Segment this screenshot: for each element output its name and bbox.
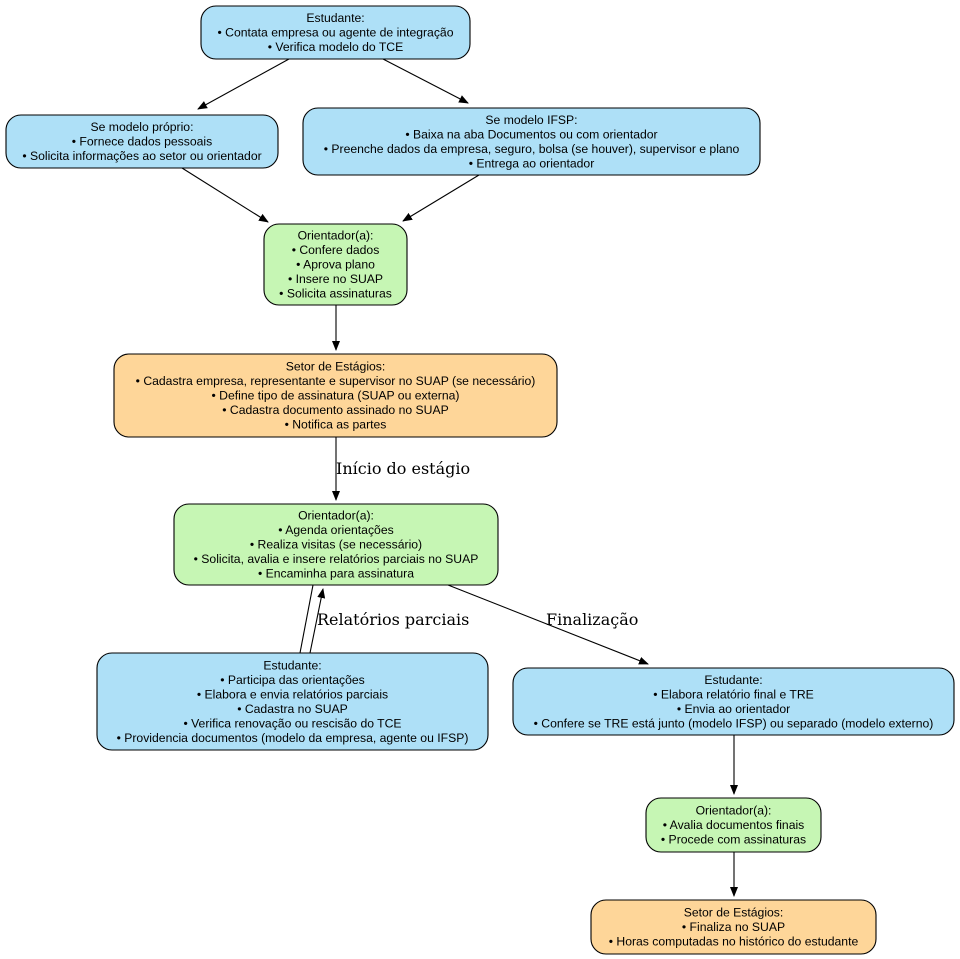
edge-n1-to-n2 <box>197 58 290 110</box>
node-line-n4-3: • Insere no SUAP <box>288 272 383 286</box>
node-line-n8-1: • Elabora relatório final e TRE <box>653 687 814 701</box>
node-line-n2-2: • Solicita informações ao setor ou orien… <box>22 149 261 163</box>
node-n5: Setor de Estágios:• Cadastra empresa, re… <box>113 353 558 438</box>
node-line-n9-2: • Procede com assinaturas <box>661 833 806 847</box>
node-box-n4 <box>263 223 408 306</box>
node-line-n5-2: • Define tipo de assinatura (SUAP ou ext… <box>212 389 460 403</box>
node-box-n6 <box>173 503 499 586</box>
node-title-n7: Estudante: <box>263 658 321 672</box>
node-n2: Se modelo próprio:• Fornece dados pessoa… <box>5 114 279 169</box>
node-n8: Estudante:• Elabora relatório final e TR… <box>512 667 955 736</box>
node-title-n3: Se modelo IFSP: <box>485 113 577 127</box>
node-line-n10-1: • Finaliza no SUAP <box>682 920 785 934</box>
node-line-n4-1: • Confere dados <box>292 243 380 257</box>
edge-label-n5-to-n6: Início do estágio <box>336 459 470 478</box>
nodes-layer: Estudante:• Contata empresa ou agente de… <box>5 5 955 955</box>
node-line-n9-1: • Avalia documentos finais <box>663 818 805 832</box>
node-line-n7-4: • Verifica renovação ou rescisão do TCE <box>183 716 401 730</box>
node-line-n3-3: • Entrega ao orientador <box>469 156 595 170</box>
node-title-n8: Estudante: <box>704 673 762 687</box>
node-box-n8 <box>512 667 955 736</box>
node-n6: Orientador(a):• Agenda orientações• Real… <box>173 503 499 586</box>
node-n3: Se modelo IFSP:• Baixa na aba Documentos… <box>302 107 761 176</box>
node-box-n3 <box>302 107 761 176</box>
node-line-n6-2: • Realiza visitas (se necessário) <box>250 538 422 552</box>
edge-n3-to-n4 <box>402 174 480 222</box>
node-line-n7-3: • Cadastra no SUAP <box>237 702 348 716</box>
node-title-n10: Setor de Estágios: <box>684 906 784 920</box>
node-line-n6-1: • Agenda orientações <box>278 523 393 537</box>
node-line-n6-4: • Encaminha para assinatura <box>258 567 414 581</box>
node-line-n1-2: • Verifica modelo do TCE <box>268 40 403 54</box>
node-n7: Estudante:• Participa das orientações• E… <box>96 652 489 751</box>
node-box-n1 <box>200 5 471 60</box>
node-title-n1: Estudante: <box>306 11 364 25</box>
edges-layer <box>181 58 738 897</box>
node-line-n8-3: • Confere se TRE está junto (modelo IFSP… <box>534 716 934 730</box>
edge-n2-to-n4 <box>181 167 269 223</box>
node-line-n5-3: • Cadastra documento assinado no SUAP <box>222 403 448 417</box>
node-line-n1-1: • Contata empresa ou agente de integraçã… <box>218 26 454 40</box>
node-line-n5-4: • Notifica as partes <box>285 418 387 432</box>
node-title-n9: Orientador(a): <box>696 804 772 818</box>
edge-n7-to-n6 <box>309 588 326 654</box>
node-line-n6-3: • Solicita, avalia e insere relatórios p… <box>194 552 479 566</box>
edge-n6-to-n8 <box>447 584 649 665</box>
node-n4: Orientador(a):• Confere dados• Aprova pl… <box>263 223 408 306</box>
node-n9: Orientador(a):• Avalia documentos finais… <box>645 797 822 853</box>
node-line-n7-1: • Participa das orientações <box>220 673 365 687</box>
edge-label-n7-to-n6: Relatórios parciais <box>317 610 469 629</box>
edge-label-n6-to-n8: Finalização <box>546 610 638 629</box>
node-line-n3-1: • Baixa na aba Documentos ou com orienta… <box>405 127 657 141</box>
node-line-n5-1: • Cadastra empresa, representante e supe… <box>136 374 536 388</box>
node-line-n4-2: • Aprova plano <box>296 258 375 272</box>
node-title-n2: Se modelo próprio: <box>91 120 194 134</box>
node-line-n3-2: • Preenche dados da empresa, seguro, bol… <box>324 142 740 156</box>
node-title-n5: Setor de Estágios: <box>286 360 386 374</box>
node-box-n9 <box>645 797 822 853</box>
node-line-n7-2: • Elabora e envia relatórios parciais <box>197 687 388 701</box>
node-box-n7 <box>96 652 489 751</box>
node-n1: Estudante:• Contata empresa ou agente de… <box>200 5 471 60</box>
node-box-n5 <box>113 353 558 438</box>
node-line-n7-5: • Providencia documentos (modelo da empr… <box>117 731 469 745</box>
edge-n6-to-n7 <box>299 584 314 654</box>
node-line-n4-4: • Solicita assinaturas <box>279 287 392 301</box>
node-title-n4: Orientador(a): <box>298 229 374 243</box>
node-line-n10-2: • Horas computadas no histórico do estud… <box>609 935 859 949</box>
node-box-n10 <box>590 899 877 955</box>
node-line-n2-1: • Fornece dados pessoais <box>72 135 212 149</box>
node-box-n2 <box>5 114 279 169</box>
node-n10: Setor de Estágios:• Finaliza no SUAP• Ho… <box>590 899 877 955</box>
edge-n1-to-n3 <box>382 58 469 104</box>
node-line-n8-2: • Envia ao orientador <box>677 702 790 716</box>
node-title-n6: Orientador(a): <box>298 509 374 523</box>
